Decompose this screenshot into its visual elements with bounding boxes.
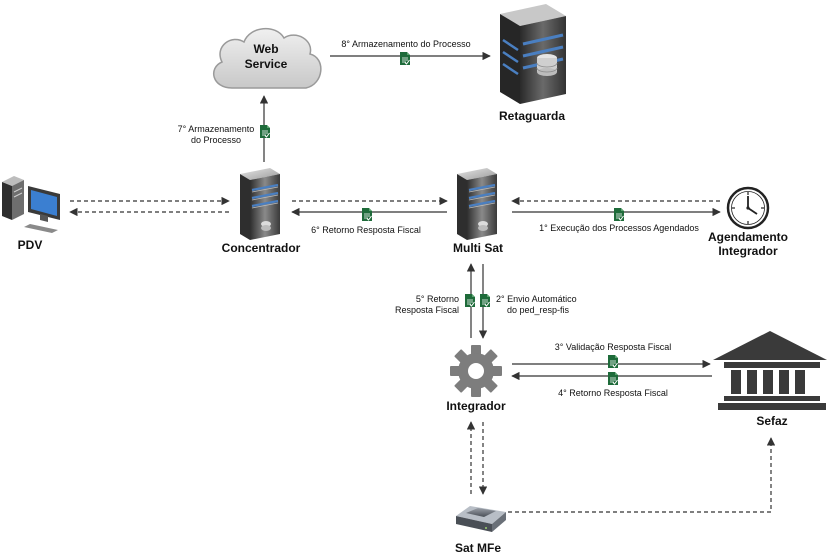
integrador-label: Integrador <box>446 399 506 413</box>
concentrador-label: Concentrador <box>222 241 301 255</box>
gear-icon <box>450 345 502 397</box>
retaguarda-node: Retaguarda <box>499 4 566 123</box>
multisat-label: Multi Sat <box>453 241 503 255</box>
edge-e2-label-2: do ped_resp-fis <box>507 305 570 315</box>
doc-icon <box>607 371 619 386</box>
sefaz-node: Sefaz <box>713 331 827 428</box>
edge-e2-label-1: 2° Envio Automático <box>496 294 577 304</box>
web-service-node: Web Service <box>212 28 322 89</box>
edge-e6-label: 6° Retorno Resposta Fiscal <box>311 225 421 235</box>
sefaz-label: Sefaz <box>756 414 787 428</box>
edge-e7-label-2: do Processo <box>191 135 241 145</box>
edge-e5-label-1: 5° Retorno <box>416 294 459 304</box>
doc-icon <box>464 293 476 308</box>
web-service-label-1: Web <box>253 42 278 56</box>
doc-icon <box>607 354 619 369</box>
web-service-label-2: Service <box>245 57 288 71</box>
doc-icon <box>399 51 411 66</box>
edge-e1-label: 1° Execução dos Processos Agendados <box>539 223 699 233</box>
edge-e5-label-2: Resposta Fiscal <box>395 305 459 315</box>
concentrador-node <box>238 166 282 242</box>
doc-icon <box>479 293 491 308</box>
edge-satmfe-to-sefaz <box>508 437 776 513</box>
sat-mfe-label: Sat MFe <box>455 541 501 555</box>
integrador-node: Integrador <box>446 345 506 413</box>
edge-e3-label: 3° Validação Resposta Fiscal <box>555 342 672 352</box>
agendamento-label-1: Agendamento <box>708 230 788 244</box>
agendamento-node: Agendamento Integrador <box>708 186 788 258</box>
doc-icon <box>361 207 373 222</box>
multisat-node <box>455 166 499 242</box>
edge-e4-label: 4° Retorno Resposta Fiscal <box>558 388 668 398</box>
doc-icon <box>613 207 625 222</box>
agendamento-label-2: Integrador <box>718 244 778 258</box>
sat-mfe-node: Sat MFe <box>455 506 506 555</box>
server-icon <box>238 166 282 242</box>
retaguarda-label: Retaguarda <box>499 109 565 123</box>
server-icon <box>455 166 499 242</box>
doc-icon <box>259 124 271 139</box>
pdv-label: PDV <box>18 238 43 252</box>
edge-e8-label: 8° Armazenamento do Processo <box>341 39 470 49</box>
pdv-node: PDV <box>2 176 60 252</box>
edge-e7-label-1: 7° Armazenamento <box>178 124 255 134</box>
